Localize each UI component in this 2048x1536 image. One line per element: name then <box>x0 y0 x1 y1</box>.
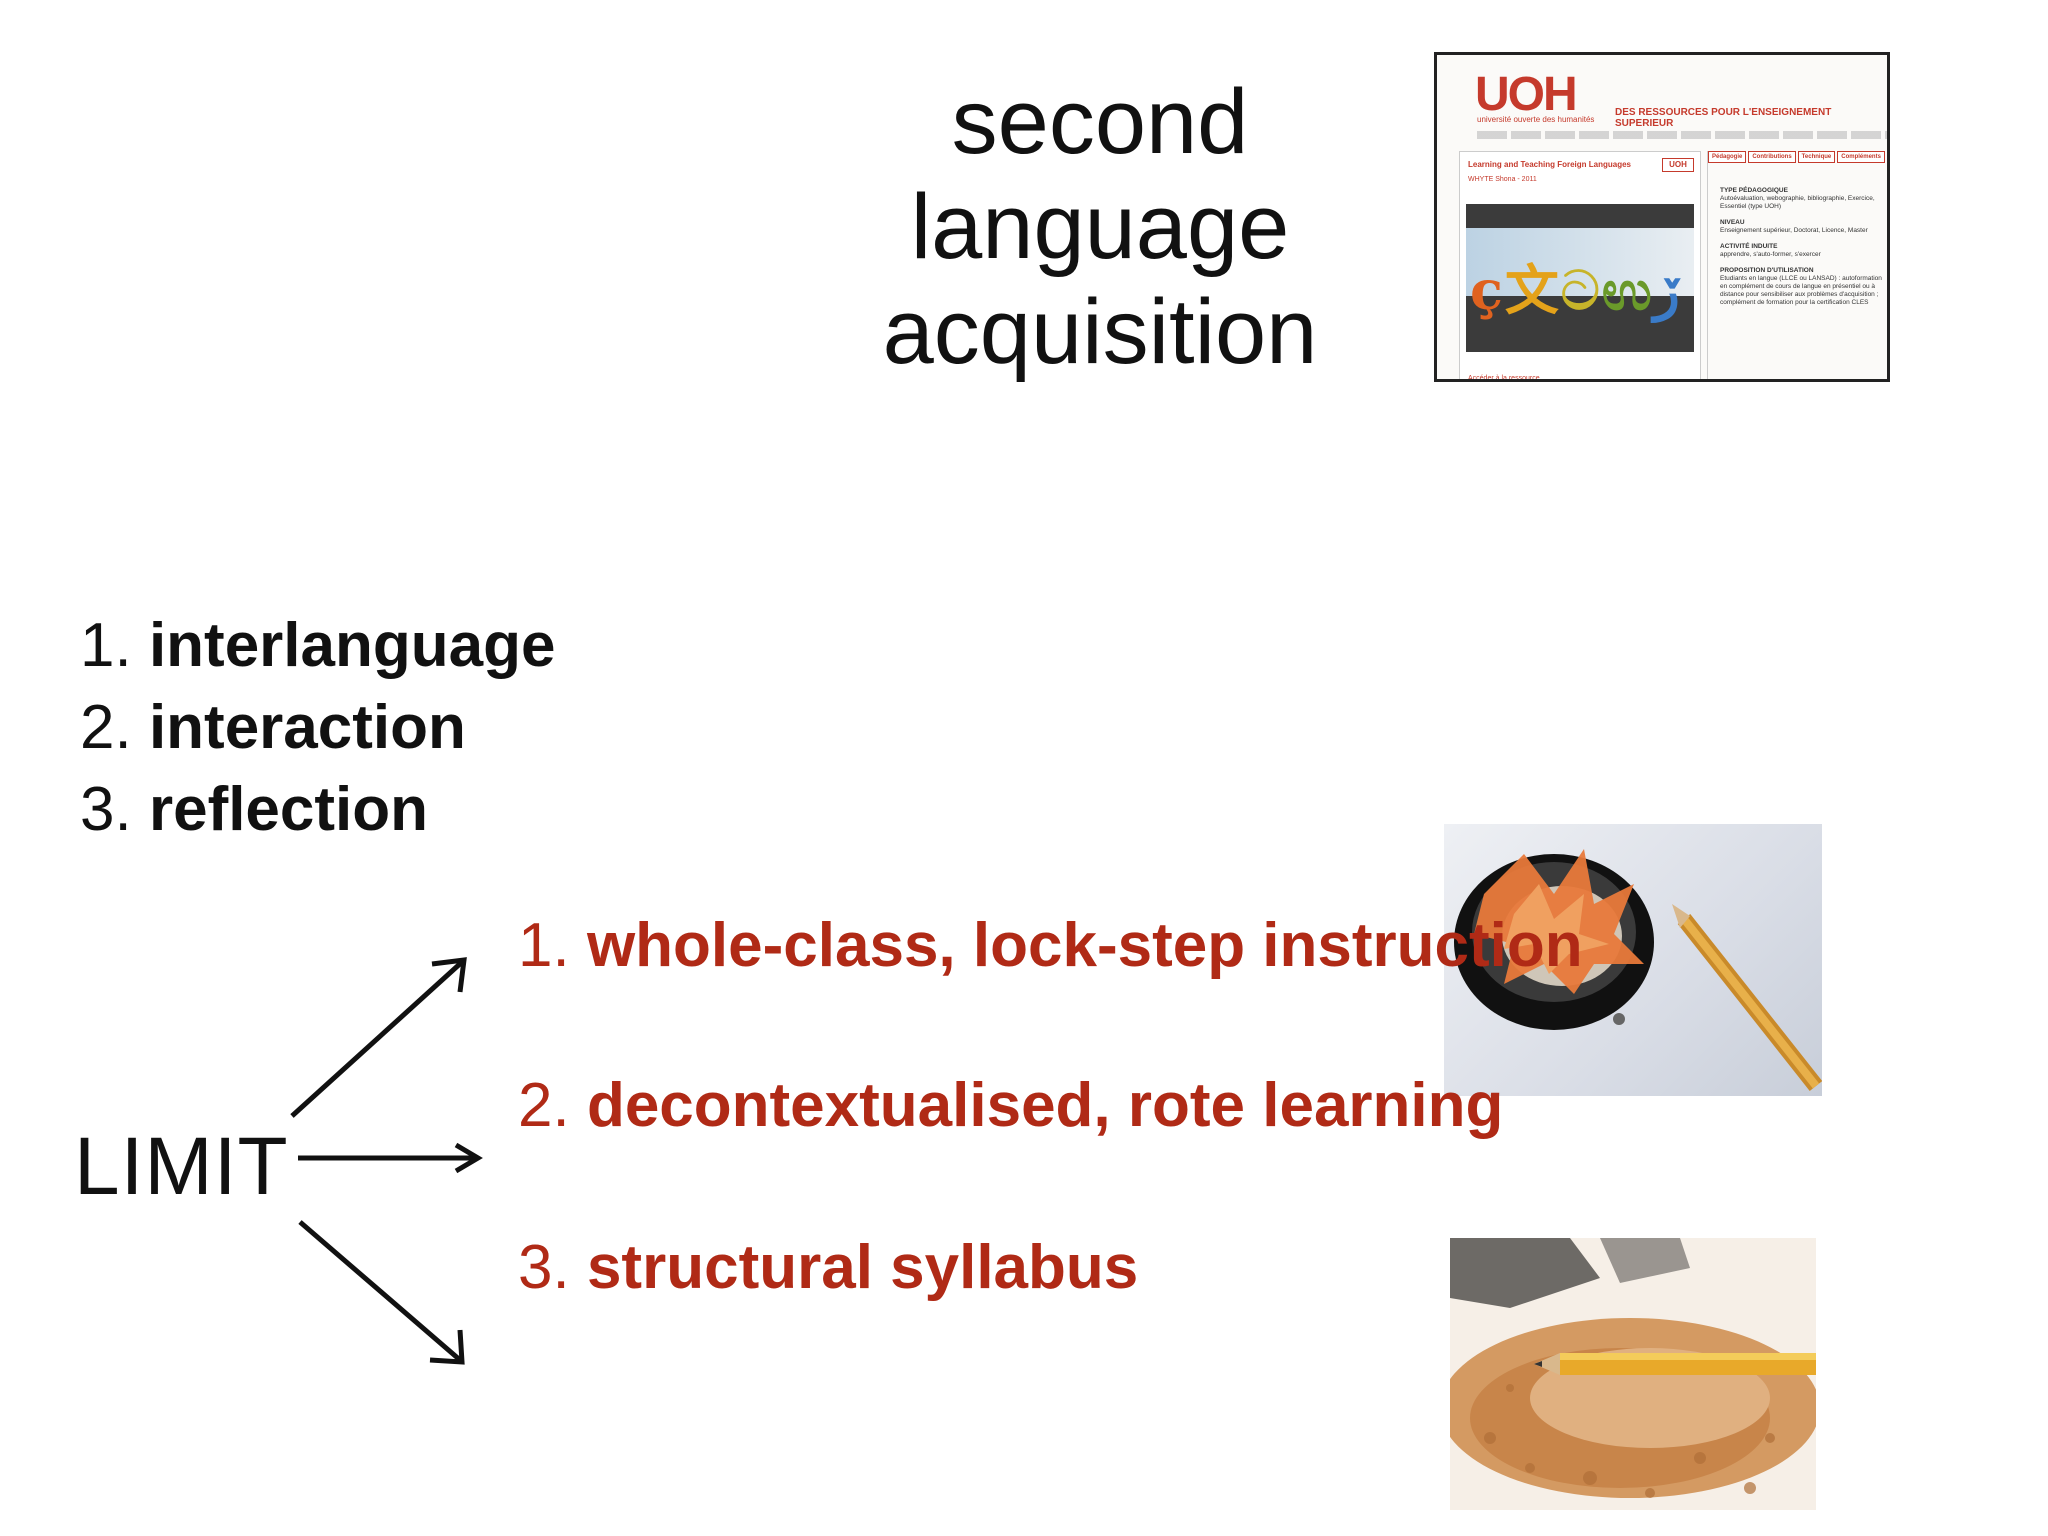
uoh-info-text: Etudiants en langue (LLCE ou LANSAD) : a… <box>1720 275 1882 306</box>
uoh-info-list: TYPE PÉDAGOGIQUE Autoévaluation, webogra… <box>1720 179 1887 307</box>
limit-text: decontextualised, rote learning <box>586 1071 1504 1140</box>
arrow-down-right-icon <box>298 1220 465 1365</box>
limit-item: 2. decontextualised, rote learning <box>518 1070 1503 1141</box>
principle-item: 2. interaction <box>80 687 555 769</box>
uoh-access-link: Accéder à la ressource <box>1468 375 1540 382</box>
uoh-info-heading: TYPE PÉDAGOGIQUE <box>1720 187 1788 194</box>
limit-number: 3. <box>518 1233 570 1302</box>
limit-item: 1. whole-class, lock-step instruction <box>518 910 1583 981</box>
glyph-1: ç <box>1470 258 1505 322</box>
uoh-website-screenshot: UOH université ouverte des humanités DES… <box>1434 52 1890 382</box>
language-glyphs: ç文ටಉڒ <box>1470 246 1680 325</box>
slide-title: second language acquisition <box>860 70 1340 385</box>
principle-item: 3. reflection <box>80 769 555 851</box>
uoh-info-text: Enseignement supérieur, Doctorat, Licenc… <box>1720 227 1868 234</box>
uoh-tab-pedagogie: Pédagogie <box>1708 151 1747 163</box>
principles-list: 1. interlanguage 2. interaction 3. refle… <box>80 605 555 851</box>
uoh-card-author: WHYTE Shona - 2011 <box>1468 176 1537 183</box>
limit-item: 3. structural syllabus <box>518 1232 1138 1303</box>
principle-number: 3. <box>80 775 132 844</box>
uoh-tab-contributions: Contributions <box>1748 151 1796 163</box>
principle-text: interaction <box>148 693 466 762</box>
limit-number: 2. <box>518 1071 570 1140</box>
arrow-right-icon <box>298 1142 483 1174</box>
uoh-info-text: apprendre, s'auto-former, s'exercer <box>1720 251 1821 258</box>
uoh-tab-technique: Technique <box>1797 151 1836 163</box>
uoh-video-thumbnail: ç文ටಉڒ <box>1466 204 1694 352</box>
uoh-info-text: Autoévaluation, webographie, bibliograph… <box>1720 195 1875 210</box>
glyph-3: ට <box>1560 258 1602 322</box>
glyph-2: 文 <box>1504 258 1561 322</box>
pencil-shavings-photo <box>1450 1238 1816 1510</box>
glyph-5: ڒ <box>1653 258 1680 322</box>
pencil-sharpener-photo <box>1444 824 1822 1096</box>
uoh-info-heading: NIVEAU <box>1720 219 1745 226</box>
limit-text: structural syllabus <box>586 1233 1139 1302</box>
uoh-info-heading: ACTIVITÉ INDUITE <box>1720 243 1778 250</box>
uoh-resource-card: Learning and Teaching Foreign Languages … <box>1459 151 1701 382</box>
limit-label: LIMIT <box>74 1121 289 1212</box>
arrow-up-right-icon <box>290 957 467 1118</box>
principle-text: reflection <box>148 775 429 844</box>
limit-text: whole-class, lock-step instruction <box>586 911 1583 980</box>
glyph-4: ಉ <box>1601 258 1654 322</box>
uoh-breadcrumb <box>1477 131 1887 139</box>
shavings-illustration <box>1450 1238 1816 1510</box>
principle-item: 1. interlanguage <box>80 605 555 687</box>
principle-number: 1. <box>80 611 132 680</box>
principle-number: 2. <box>80 693 132 762</box>
uoh-logo: UOH <box>1475 68 1578 121</box>
uoh-video-strip: ç文ටಉڒ <box>1466 228 1694 322</box>
title-line-2: language <box>910 176 1290 278</box>
sharpener-illustration <box>1454 849 1822 1091</box>
title-line-3: acquisition <box>882 281 1318 383</box>
uoh-tab-complements: Compléments <box>1837 151 1885 163</box>
principle-text: interlanguage <box>148 611 556 680</box>
uoh-banner: DES RESSOURCES POUR L'ENSEIGNEMENT SUPER… <box>1615 107 1832 129</box>
uoh-logo-subtitle: université ouverte des humanités <box>1477 115 1595 124</box>
uoh-card-badge: UOH <box>1662 158 1694 172</box>
uoh-info-heading: PROPOSITION D'UTILISATION <box>1720 267 1814 274</box>
limit-number: 1. <box>518 911 570 980</box>
title-line-1: second <box>951 71 1249 173</box>
uoh-side-panel: Pédagogie Contributions Technique Complé… <box>1707 151 1887 379</box>
uoh-tabs: Pédagogie Contributions Technique Complé… <box>1708 151 1885 163</box>
uoh-card-title: Learning and Teaching Foreign Languages <box>1468 160 1631 169</box>
